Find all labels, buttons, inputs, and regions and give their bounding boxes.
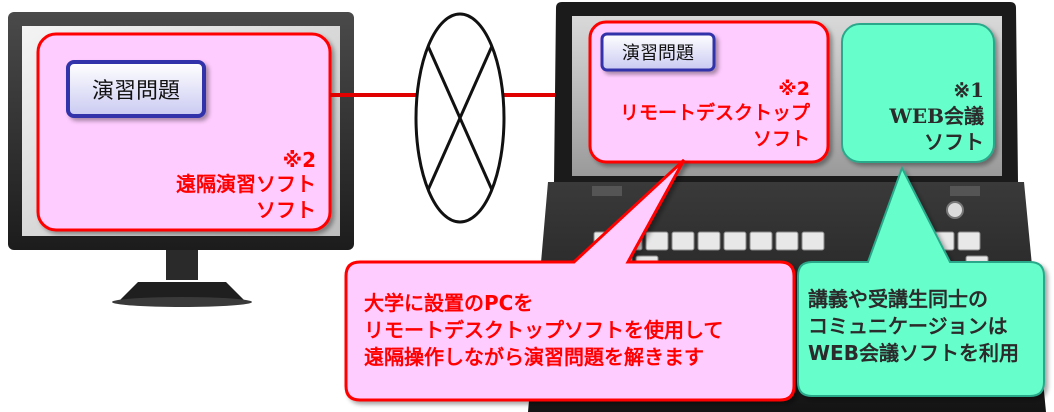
laptop-web-note-mark: ※1 xyxy=(953,78,984,102)
callout-right-line: 講義や受講生同士の xyxy=(808,287,988,311)
callout-right-line: コミュニケージョンは xyxy=(808,314,1008,338)
network-cross-symbol xyxy=(414,12,506,224)
callout-left-line: 大学に設置のPCを xyxy=(364,291,534,315)
desktop-exercise-button-label: 演習問題 xyxy=(91,79,180,104)
laptop-exercise-button-label: 演習問題 xyxy=(622,43,694,64)
callout-right-line: WEB会議ソフトを利用 xyxy=(808,341,1019,365)
callout-right-text: 講義や受講生同士の コミュニケージョンは WEB会議ソフトを利用 xyxy=(808,286,1040,367)
callout-left-line: 遠隔操作しながら演習問題を解きます xyxy=(364,345,704,369)
desktop-software-line1: 遠隔演習ソフト xyxy=(176,172,316,196)
desktop-exercise-button-frame xyxy=(66,60,206,118)
callout-left-text: 大学に設置のPCを リモートデスクトップソフトを使用して 遠隔操作しながら演習問… xyxy=(364,290,784,371)
desktop-software-note-mark: ※2 xyxy=(282,148,316,172)
laptop-remote-line1: リモートデスクトップ xyxy=(619,102,810,124)
callout-left-bubble xyxy=(344,158,796,402)
desktop-software-line2: ソフト xyxy=(256,198,316,222)
laptop-remote-line2: ソフト xyxy=(752,128,810,150)
laptop-web-line2: ソフト xyxy=(924,130,984,154)
callout-left-line: リモートデスクトップソフトを使用して xyxy=(364,318,724,342)
laptop-exercise-button-frame xyxy=(600,32,716,72)
laptop-web-conference-panel xyxy=(841,23,995,163)
laptop-remote-note-mark: ※2 xyxy=(778,78,810,100)
laptop-web-line1: WEB会議 xyxy=(889,104,984,128)
callout-right-bubble xyxy=(797,165,1045,397)
